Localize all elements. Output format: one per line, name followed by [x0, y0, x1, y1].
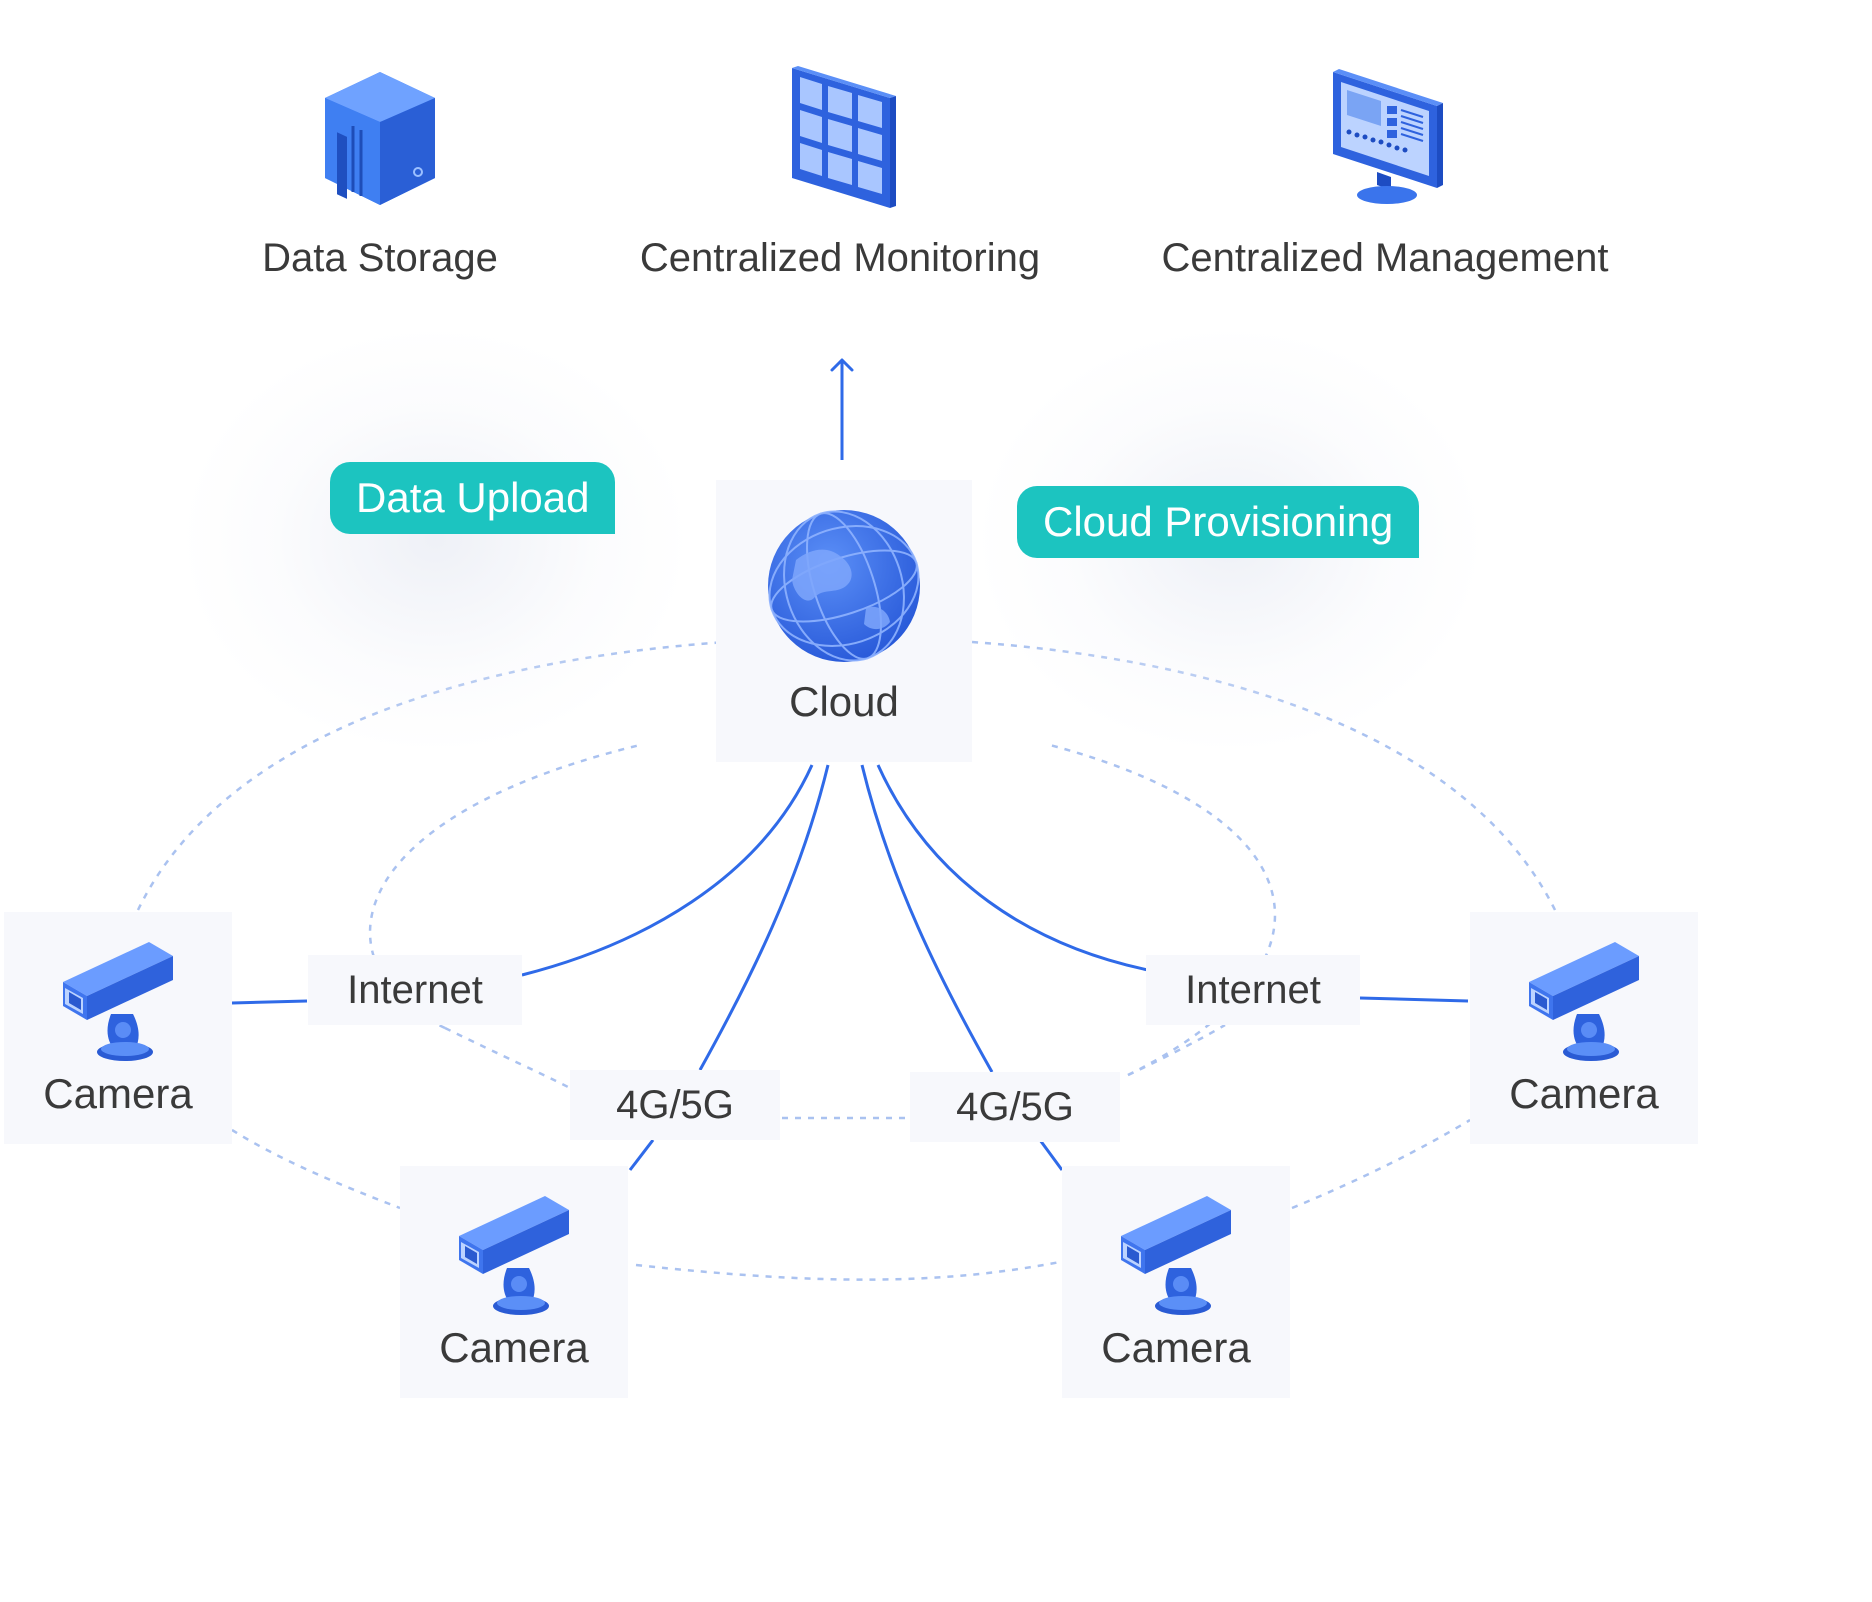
node-camera-bottom-left: Camera [400, 1166, 628, 1398]
link-cloud-to-internet-left [521, 764, 814, 977]
label-data-storage: Data Storage [262, 236, 498, 280]
network-links [231, 358, 1469, 1171]
link-internet-left-to-camera [231, 999, 308, 1005]
outer-ring-bottom-left [231, 1128, 401, 1210]
node-centralized-management: Centralized Management [1145, 60, 1625, 281]
link-cloud-to-internet-right [876, 764, 1149, 972]
node-camera-right: Camera [1470, 912, 1698, 1144]
node-camera-left: Camera [4, 912, 232, 1144]
monitor-icon [1333, 69, 1443, 204]
server-icon [325, 72, 435, 205]
outer-ring-bottom-middle [635, 1260, 1061, 1281]
node-data-storage: Data Storage [240, 60, 520, 281]
node-camera-bottom-right: Camera [1062, 1166, 1290, 1398]
camera-icon [459, 1196, 569, 1315]
link-label-cellular-right: 4G/5G [910, 1072, 1120, 1142]
node-cloud: Cloud [716, 480, 972, 762]
label-cloud: Cloud [789, 678, 899, 725]
video-wall-icon [792, 66, 896, 208]
link-cloud-to-cellular-right [860, 764, 994, 1073]
label-centralized-management: Centralized Management [1161, 236, 1609, 280]
glow-left [185, 330, 685, 750]
link-internet-right-to-camera [1359, 996, 1469, 1003]
inner-ring-arc-right [1049, 743, 1277, 1077]
link-label-cellular-left: 4G/5G [570, 1070, 780, 1140]
link-cellular-right-to-camera [1038, 1139, 1064, 1171]
inner-ring-link-left [444, 1026, 571, 1090]
label-camera-bottom-right: Camera [1101, 1324, 1251, 1371]
outer-ring-bottom-right [1291, 1118, 1471, 1210]
label-centralized-monitoring: Centralized Monitoring [639, 236, 1041, 280]
pill-data-upload: Data Upload [330, 462, 616, 534]
link-label-internet-right: Internet [1146, 955, 1360, 1025]
label-camera-left: Camera [43, 1070, 193, 1117]
pill-cloud-provisioning: Cloud Provisioning [1017, 486, 1420, 558]
upload-arrow-head [830, 358, 854, 372]
camera-icon [1529, 942, 1639, 1061]
link-label-internet-left: Internet [308, 955, 522, 1025]
globe-icon [768, 510, 920, 662]
label-camera-right: Camera [1509, 1070, 1659, 1117]
link-cloud-to-cellular-left [698, 764, 830, 1071]
label-camera-bottom-left: Camera [439, 1324, 589, 1371]
camera-icon [1121, 1196, 1231, 1315]
link-cellular-left-to-camera [628, 1139, 655, 1171]
inner-ring-link-right [1127, 1023, 1226, 1077]
camera-icon [63, 942, 173, 1061]
node-centralized-monitoring: Centralized Monitoring [610, 60, 1070, 281]
